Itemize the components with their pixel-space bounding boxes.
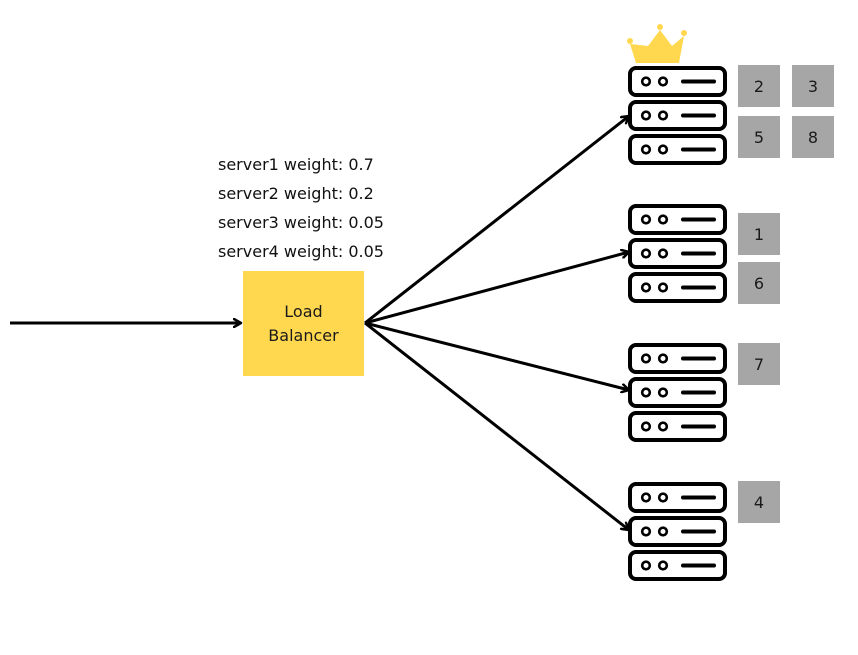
load-balancer-box: Load Balancer [243, 271, 364, 376]
weight-server-4: server4 weight: 0.05 [218, 242, 384, 261]
load-balancer-label-line2: Balancer [268, 325, 339, 345]
arrow-to-server-1 [364, 116, 629, 325]
server-3-icon [628, 343, 727, 442]
crown-icon-jewel [627, 38, 633, 44]
arrow-to-server-4 [364, 321, 629, 530]
request-box: 5 [738, 116, 780, 158]
request-box: 1 [738, 213, 780, 255]
server-4-icon [628, 482, 727, 581]
request-box: 4 [738, 481, 780, 523]
crown-icon-jewel [657, 24, 663, 30]
server-1-icon [628, 66, 727, 165]
weight-server-2: server2 weight: 0.2 [218, 184, 374, 203]
weight-server-3: server3 weight: 0.05 [218, 213, 384, 232]
request-box: 2 [738, 65, 780, 107]
weight-server-1: server1 weight: 0.7 [218, 155, 374, 174]
crown-icon [630, 30, 684, 63]
request-box: 8 [792, 116, 834, 158]
load-balancer-label-line1: Load [284, 301, 323, 321]
server-weights-list: server1 weight: 0.7 server2 weight: 0.2 … [218, 150, 384, 266]
arrow-to-server-3 [364, 321, 629, 390]
server-2-icon [628, 204, 727, 303]
crown-icon-jewel [681, 30, 687, 36]
arrow-to-server-2 [364, 252, 629, 325]
request-box: 3 [792, 65, 834, 107]
request-box: 7 [738, 343, 780, 385]
request-box: 6 [738, 262, 780, 304]
